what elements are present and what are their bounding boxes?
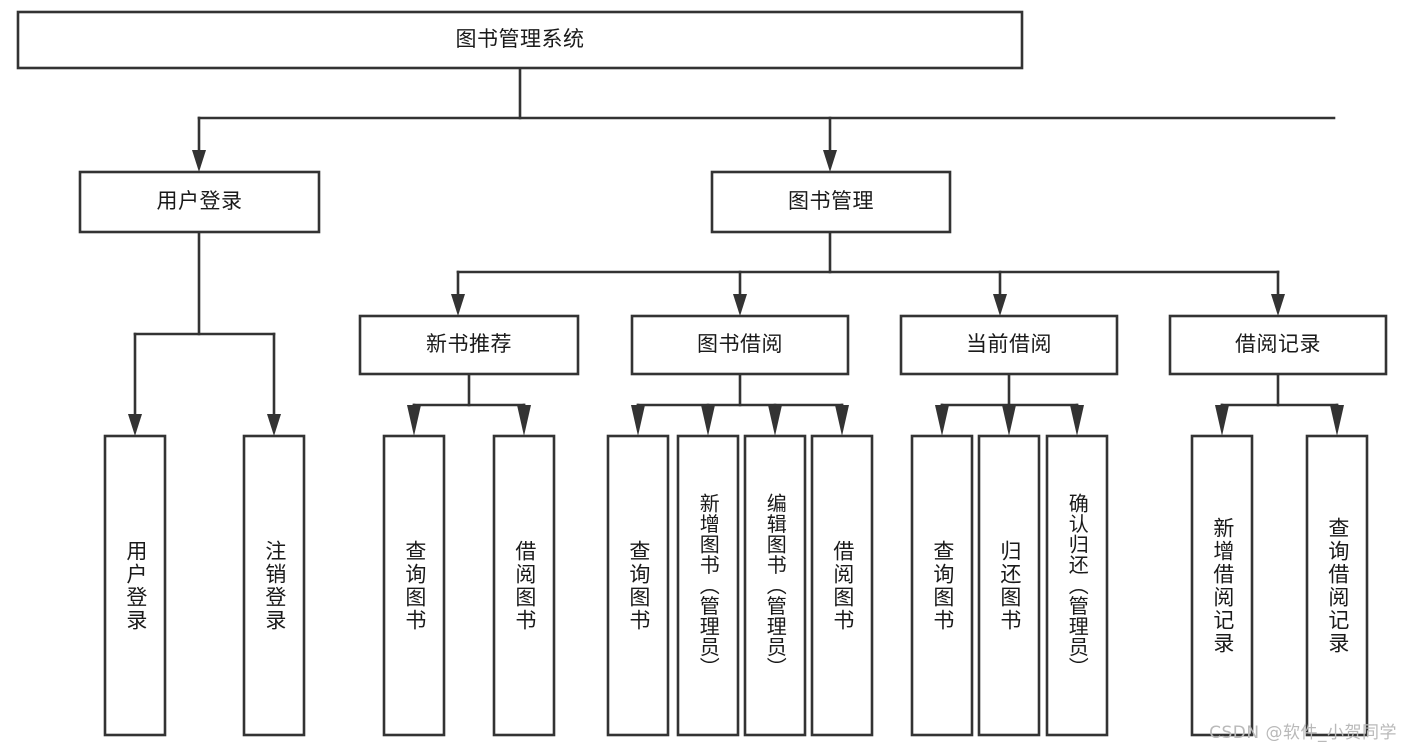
node-book-borrow[interactable] (630, 314, 850, 376)
node-user-login[interactable] (78, 170, 321, 234)
leaf-book-borrow-3[interactable] (810, 434, 874, 737)
node-new-book-recommend[interactable] (358, 314, 580, 376)
connector-bookborrow-to-leaves (631, 372, 849, 436)
leaf-borrow-record-1[interactable] (1305, 434, 1369, 737)
node-current-borrow[interactable] (899, 314, 1119, 376)
node-borrow-record[interactable] (1168, 314, 1388, 376)
leaf-user-login-0[interactable] (103, 434, 167, 737)
watermark-text: CSDN @软件_小贺同学 (1209, 723, 1397, 743)
leaf-borrow-record-0[interactable] (1190, 434, 1254, 737)
leaf-book-borrow-2[interactable] (743, 434, 807, 737)
connector-userlogin-to-leaves (128, 230, 281, 436)
leaf-current-borrow-0[interactable] (910, 434, 974, 737)
connector-currentborrow-to-leaves (935, 372, 1084, 436)
node-book-manage[interactable] (710, 170, 952, 234)
node-root[interactable] (16, 10, 1024, 70)
connector-root-to-level2 (192, 66, 1336, 172)
leaf-new-book-1[interactable] (492, 434, 556, 737)
leaf-user-login-1[interactable] (242, 434, 306, 737)
leaf-book-borrow-1[interactable] (676, 434, 740, 737)
connector-bookmanage-to-level3 (451, 230, 1285, 316)
leaf-book-borrow-0[interactable] (606, 434, 670, 737)
leaf-current-borrow-1[interactable] (977, 434, 1041, 737)
leaf-current-borrow-2[interactable] (1045, 434, 1109, 737)
connector-newbook-to-leaves (407, 372, 531, 436)
connector-borrowrecord-to-leaves (1215, 372, 1344, 436)
leaf-new-book-0[interactable] (382, 434, 446, 737)
